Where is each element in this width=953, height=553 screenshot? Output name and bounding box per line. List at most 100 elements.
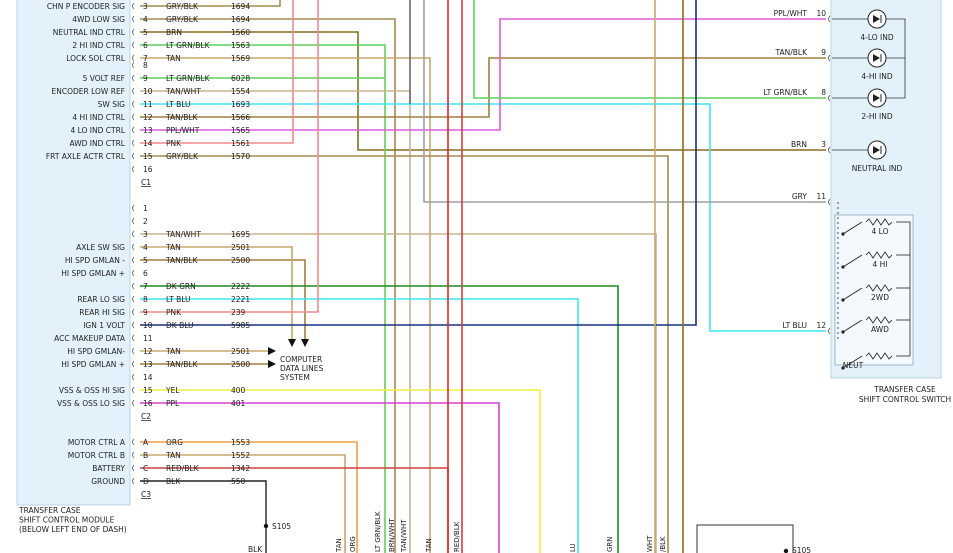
switch-pin-number: 3: [821, 140, 826, 149]
switch-wire-color: GRY: [792, 192, 808, 201]
circuit-number: 1565: [231, 126, 250, 135]
switch-pin-number: 10: [816, 9, 826, 18]
circuit-number: 1694: [231, 2, 250, 11]
connector-label: C1: [141, 178, 151, 187]
connector-pin-mark: [132, 41, 135, 49]
wire-color-label: LT GRN/BLK: [166, 74, 211, 83]
bottom-wire-label: LT GRN/BLK: [374, 511, 382, 552]
wire-color-label: PNK: [166, 139, 182, 148]
diode-symbol: [873, 15, 880, 23]
bottom-wire-label: ORG: [349, 536, 357, 552]
module-pin-label: AWD IND CTRL: [70, 139, 126, 148]
circuit-number: 2222: [231, 282, 250, 291]
contact-point: [841, 265, 845, 269]
pin-number: 11: [143, 334, 153, 343]
wire-color-label: BLK: [166, 477, 181, 486]
switch-wire-color: BRN: [791, 140, 807, 149]
pin-number: 14: [143, 139, 153, 148]
circuit-number: 1570: [231, 152, 250, 161]
bottom-wire-label: RED/BLK: [453, 521, 461, 552]
switch-wire-color: TAN/BLK: [774, 48, 808, 57]
pin-number: 8: [143, 295, 148, 304]
contact-point: [841, 366, 845, 370]
switch-contact: [842, 355, 863, 369]
switch-title: SHIFT CONTROL SWITCH: [859, 395, 951, 404]
switch-contact: [842, 319, 863, 333]
switch-pin-mark: [828, 198, 831, 206]
circuit-number: 401: [231, 399, 246, 408]
circuit-number: 1566: [231, 113, 250, 122]
wire-color-label: TAN/BLK: [165, 256, 199, 265]
computer-data-lines-label: SYSTEM: [280, 373, 310, 382]
pin-number: 6: [143, 41, 148, 50]
bottom-wire-label: GRN: [606, 536, 614, 552]
wire-color-label: LT BLU: [166, 100, 191, 109]
switch-pin-mark: [828, 94, 831, 102]
connector-pin-mark: [132, 386, 135, 394]
connector-pin-mark: [132, 165, 135, 173]
wire-gry: [423, 0, 826, 203]
splice-dot: [263, 523, 269, 529]
connector-pin-mark: [132, 2, 135, 10]
ground-wire-label: BLK: [248, 545, 263, 553]
pin-number: 5: [143, 256, 148, 265]
wire-tan-gmlan: [140, 246, 293, 345]
connector-pin-mark: [132, 152, 135, 160]
computer-data-lines-label: COMPUTER: [280, 355, 322, 364]
connector-pin-mark: [132, 61, 135, 69]
connector-pin-mark: [132, 100, 135, 108]
pin-number: 10: [143, 321, 153, 330]
wire-color-label: TAN: [165, 54, 181, 63]
module-pin-label: 2 HI IND CTRL: [72, 41, 125, 50]
wire-color-label: TAN: [165, 243, 181, 252]
switch-position-label: 2WD: [871, 293, 889, 302]
diode-symbol: [873, 94, 880, 102]
contact-point: [841, 298, 845, 302]
switch-pin-number: 8: [821, 88, 826, 97]
connector-label: C3: [141, 490, 151, 499]
wire-color-label: TAN: [165, 347, 181, 356]
pin-number: C: [143, 464, 148, 473]
pin-number: 4: [143, 15, 148, 24]
wire-tan: [140, 57, 431, 553]
module-pin-label: SW SIG: [98, 100, 126, 109]
circuit-number: 6028: [231, 74, 250, 83]
circuit-number: 2501: [231, 347, 250, 356]
module-title: (BELOW LEFT END OF DASH): [19, 525, 127, 534]
arrow-head: [301, 339, 309, 347]
pin-number: 10: [143, 87, 153, 96]
module-pin-label: 4 HI IND CTRL: [72, 113, 125, 122]
pin-number: 1: [143, 204, 148, 213]
circuit-number: 239: [231, 308, 246, 317]
circuit-number: 5985: [231, 321, 250, 330]
module-pin-label: HI SPD GMLAN +: [61, 360, 125, 369]
wire-tan-motor: [140, 454, 346, 553]
module-pin-label: 4WD LOW SIG: [72, 15, 125, 24]
circuit-number: 1695: [231, 230, 250, 239]
switch-pin-number: 9: [821, 48, 826, 57]
circuit-number: 1554: [231, 87, 250, 96]
module-pin-label: REAR HI SIG: [79, 308, 125, 317]
bottom-wire-label: WHT: [646, 535, 654, 552]
circuit-number: 1563: [231, 41, 250, 50]
wire-lt-grn-blk-switch: [473, 0, 826, 99]
wire-lt-blu: [140, 103, 826, 332]
module-pin-label: HI SPD GMLAN -: [65, 256, 125, 265]
wire-blk: [140, 480, 267, 553]
wire-tan-blk-gmlan: [140, 259, 306, 345]
bottom-wire-label: BRN/WHT: [388, 518, 396, 552]
module-pin-label: ACC MAKEUP DATA: [54, 334, 126, 343]
module-pin-label: ENCODER LOW REF: [52, 87, 125, 96]
connector-pin-mark: [132, 321, 135, 329]
module-title: TRANSFER CASE: [18, 506, 81, 515]
module-pin-label: 5 VOLT REF: [83, 74, 125, 83]
pin-number: 16: [143, 165, 153, 174]
contact-point: [841, 232, 845, 236]
wire-tan-wht-1695: [140, 233, 657, 553]
module-pin-label: AXLE SW SIG: [76, 243, 125, 252]
connector-pin-mark: [132, 217, 135, 225]
module-pin-label: HI SPD GMLAN +: [61, 269, 125, 278]
connector-pin-mark: [132, 451, 135, 459]
diode-symbol: [873, 146, 880, 154]
module-pin-label: MOTOR CTRL B: [68, 451, 125, 460]
